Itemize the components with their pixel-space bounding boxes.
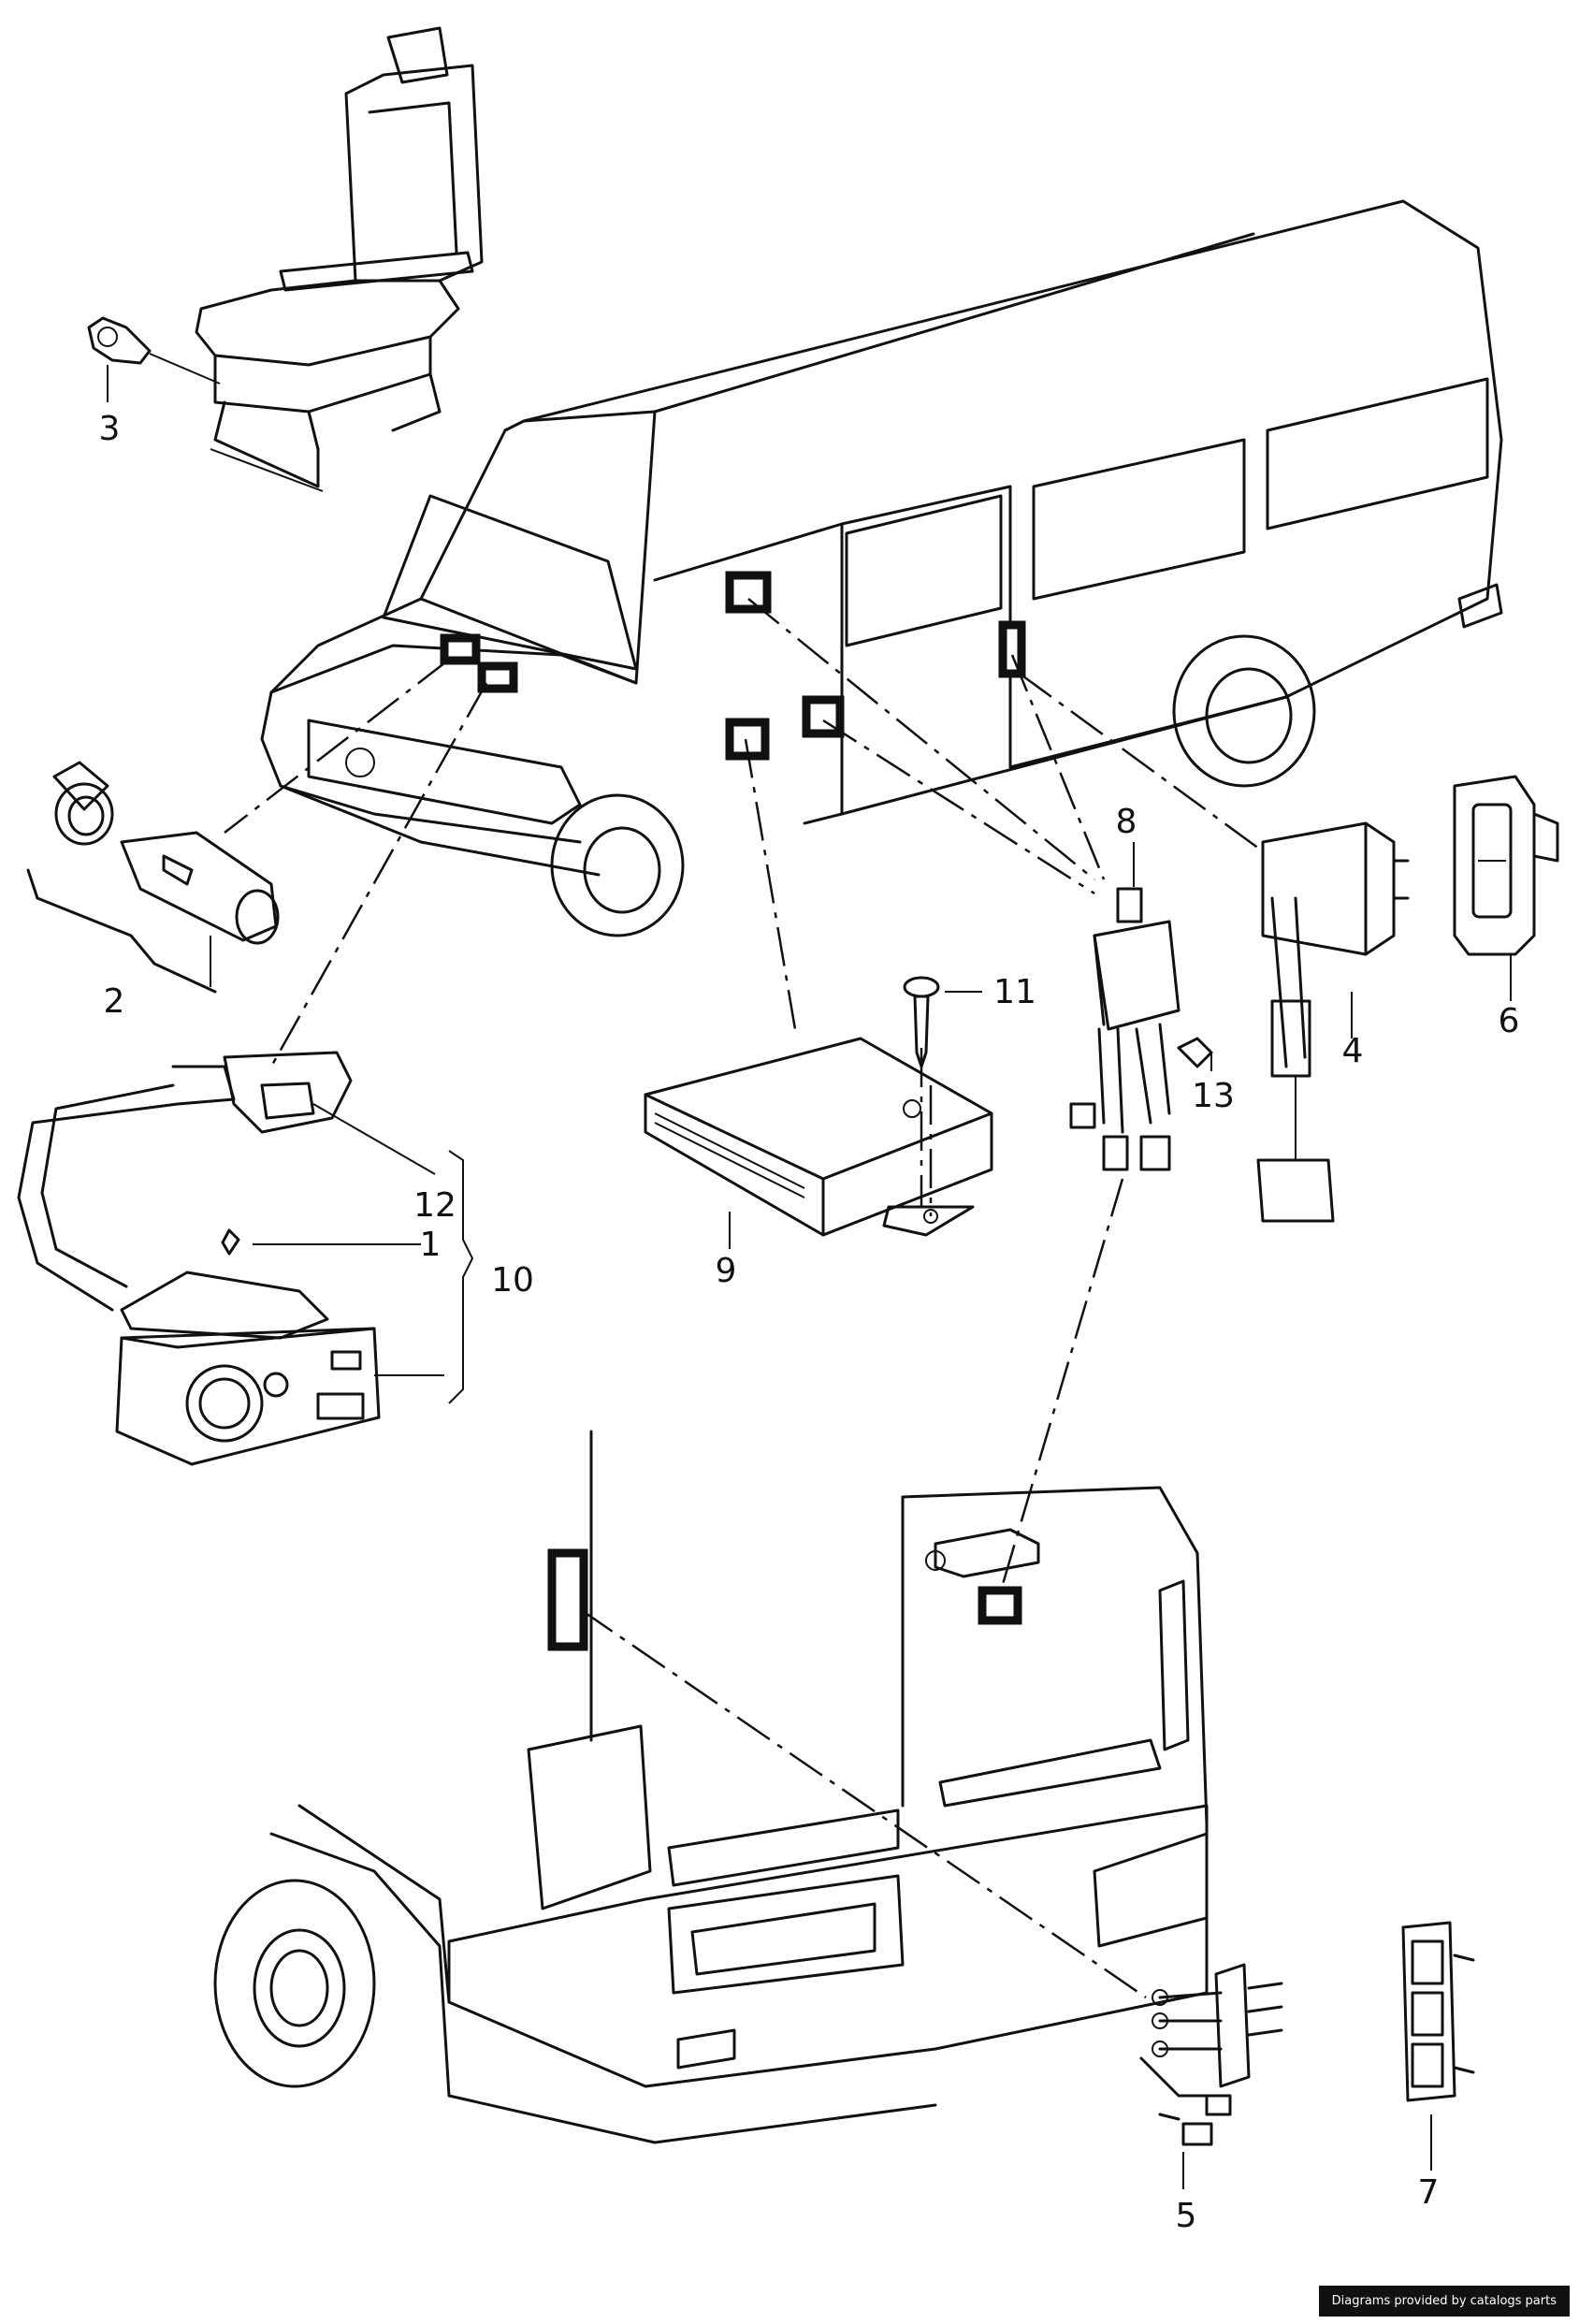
seat-illustration [195, 26, 484, 492]
callout-labels: 1 2 3 4 5 6 7 8 9 10 11 12 13 [99, 410, 1520, 2235]
callout-8: 8 [1116, 803, 1137, 841]
callout-5: 5 [1176, 2197, 1197, 2235]
part-5-harness [1139, 1963, 1283, 2189]
part-10-control-panel [17, 1051, 381, 1466]
callout-13: 13 [1192, 1077, 1235, 1115]
location-markers-upper [440, 571, 1026, 761]
part-9-control-module [644, 1037, 993, 1237]
callout-9: 9 [716, 1252, 737, 1290]
callout-1: 1 [420, 1226, 442, 1264]
callout-3: 3 [99, 410, 121, 448]
watermark-badge: Diagrams provided by catalogs parts [1318, 2286, 1570, 2317]
part-6-switch [1453, 775, 1559, 1001]
part-4-relay [1256, 821, 1410, 1223]
part-7-switch [1401, 1921, 1475, 2171]
callout-6: 6 [1499, 1002, 1520, 1040]
leader-lines [224, 598, 1264, 1999]
callout-10: 10 [491, 1261, 534, 1300]
callout-7: 7 [1418, 2173, 1440, 2212]
part-3-switch [87, 316, 221, 402]
van-front-illustration [260, 199, 1503, 937]
callout-12: 12 [413, 1186, 456, 1225]
location-markers-lower [547, 1548, 1022, 1651]
callout-2: 2 [104, 982, 125, 1021]
callout-11: 11 [993, 973, 1036, 1011]
van-rear-illustration [213, 1430, 1209, 2144]
part-11-screw [903, 976, 982, 1068]
callout-4: 4 [1342, 1032, 1364, 1070]
part-2-lighter [26, 761, 280, 994]
